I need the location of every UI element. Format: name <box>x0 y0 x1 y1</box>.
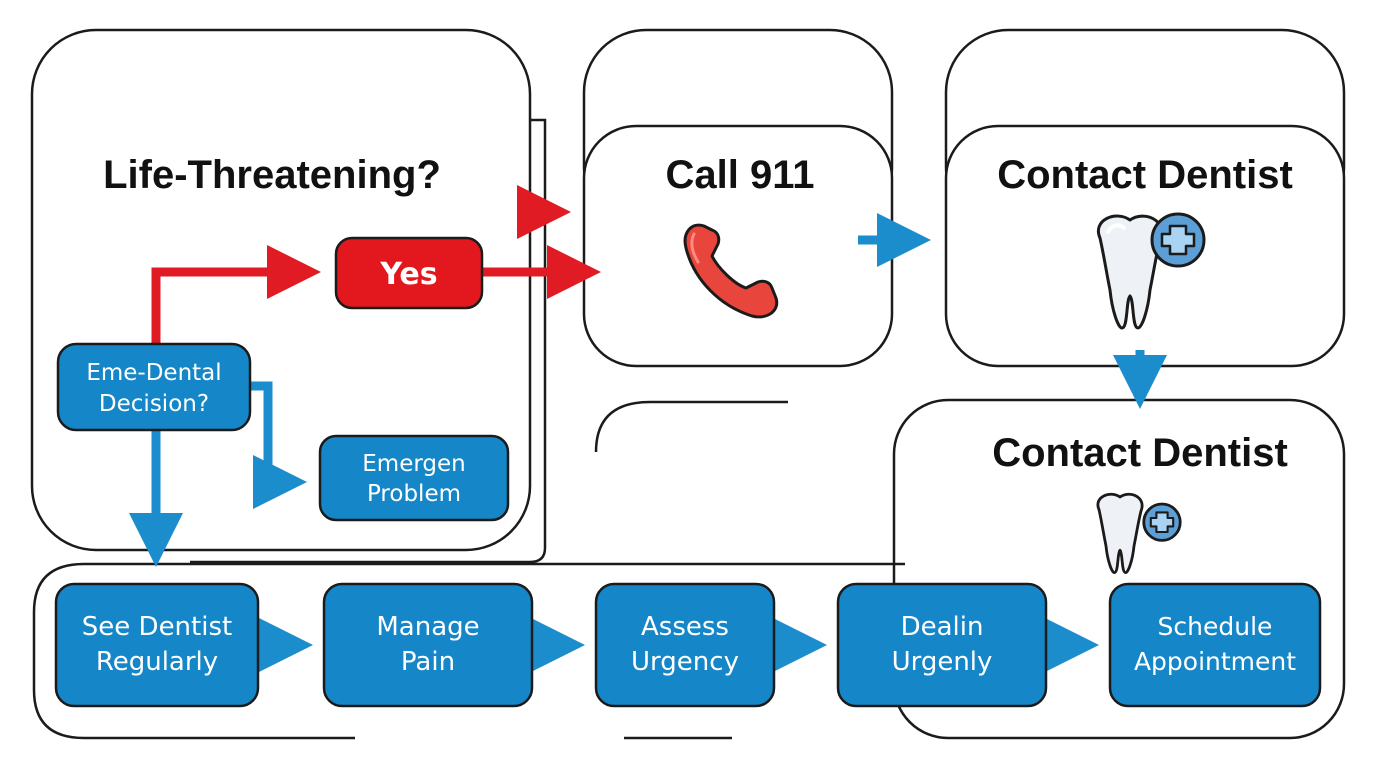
see-dentist-node: See Dentist Regularly <box>54 582 260 708</box>
emergency-label-line1: Emergen <box>362 451 465 477</box>
connectors <box>129 185 1167 672</box>
dealin-urgenly-node: Dealin Urgenly <box>836 582 1048 708</box>
decision-label-line1: Eme-Dental <box>86 360 221 386</box>
see-dentist-label-line2: Regularly <box>96 647 218 677</box>
manage-pain-label-line2: Pain <box>401 647 455 677</box>
arrow-decision-to-yes <box>151 245 321 344</box>
panel-outlines <box>30 28 1346 740</box>
decision-node: Eme-Dental Decision? <box>56 342 252 432</box>
phone-handset-icon <box>683 223 779 319</box>
schedule-label-line1: Schedule <box>1158 612 1273 641</box>
life-threatening-panel-shadow <box>190 118 547 564</box>
see-dentist-label-line1: See Dentist <box>82 612 232 642</box>
arrow-decision-to-emergency <box>248 381 307 509</box>
tooth-plus-icon <box>1096 212 1206 330</box>
emergency-problem-node: Emergen Problem <box>318 434 510 522</box>
dealin-label-line1: Dealin <box>901 612 984 642</box>
yes-label: Yes <box>379 257 437 292</box>
dealin-label-line2: Urgenly <box>892 647 993 677</box>
life-threatening-panel <box>30 28 532 552</box>
tooth-plus-icon <box>1096 492 1182 574</box>
schedule-label-line2: Appointment <box>1134 647 1296 676</box>
decision-label-line2: Decision? <box>99 391 209 417</box>
process-panel <box>32 562 905 740</box>
manage-pain-label-line1: Manage <box>376 612 479 642</box>
manage-pain-node: Manage Pain <box>322 582 534 708</box>
assess-label-line1: Assess <box>641 612 729 642</box>
schedule-appointment-node: Schedule Appointment <box>1108 582 1322 708</box>
life-threatening-title: Life-Threatening? <box>103 153 441 197</box>
contact-dentist-title-bottom: Contact Dentist <box>992 431 1288 475</box>
assess-urgency-node: Assess Urgency <box>594 582 776 708</box>
contact-dentist-title-top: Contact Dentist <box>997 153 1293 197</box>
yes-node: Yes <box>334 236 484 310</box>
assess-label-line2: Urgency <box>631 647 739 677</box>
emergency-label-line2: Problem <box>367 481 461 507</box>
call-911-title: Call 911 <box>665 153 814 197</box>
orphan-panel-arc <box>594 400 788 453</box>
